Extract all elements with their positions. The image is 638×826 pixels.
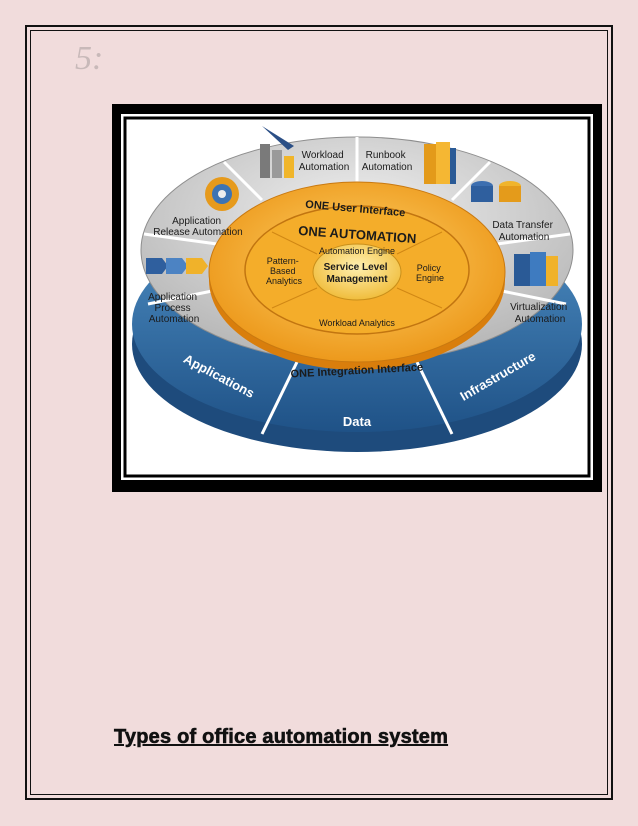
runbook-icon (424, 142, 456, 184)
label-workload-analytics: Workload Analytics (319, 318, 395, 328)
label-process: Application Process Automation (148, 292, 200, 325)
process-icon (146, 258, 208, 274)
figure-frame-inner (123, 116, 591, 478)
blue-base-dividers (260, 361, 454, 435)
label-pattern-analytics: Pattern- Based Analytics (266, 256, 303, 286)
label-automation-engine: Automation Engine (319, 246, 395, 256)
page-border-inner (30, 30, 608, 795)
release-icon (205, 177, 239, 211)
page-number: 5: (75, 40, 104, 77)
label-runbook: Runbook Automation (362, 150, 413, 173)
service-level-center (312, 243, 402, 301)
label-service-level: Service Level Management (324, 262, 391, 285)
workload-icon (260, 126, 294, 178)
label-data: Data (343, 414, 372, 429)
label-policy-engine: Policy Engine (416, 263, 444, 283)
data-transfer-icon (471, 181, 521, 202)
label-data-transfer: Data Transfer Automation (492, 220, 555, 243)
section-heading: Types of office automation system (114, 726, 449, 749)
virtualization-icon (514, 252, 558, 286)
label-virtualization: Virtualization Automation (510, 302, 570, 325)
label-workload: Workload Automation (299, 150, 350, 173)
inner-ring-spokes (271, 231, 443, 309)
automation-diagram-figure: Workload Automation Runbook Automation A… (112, 104, 602, 492)
gray-ring-dividers (143, 137, 571, 306)
label-release: Application Release Automation (153, 216, 243, 238)
page-border-outer (25, 25, 613, 800)
